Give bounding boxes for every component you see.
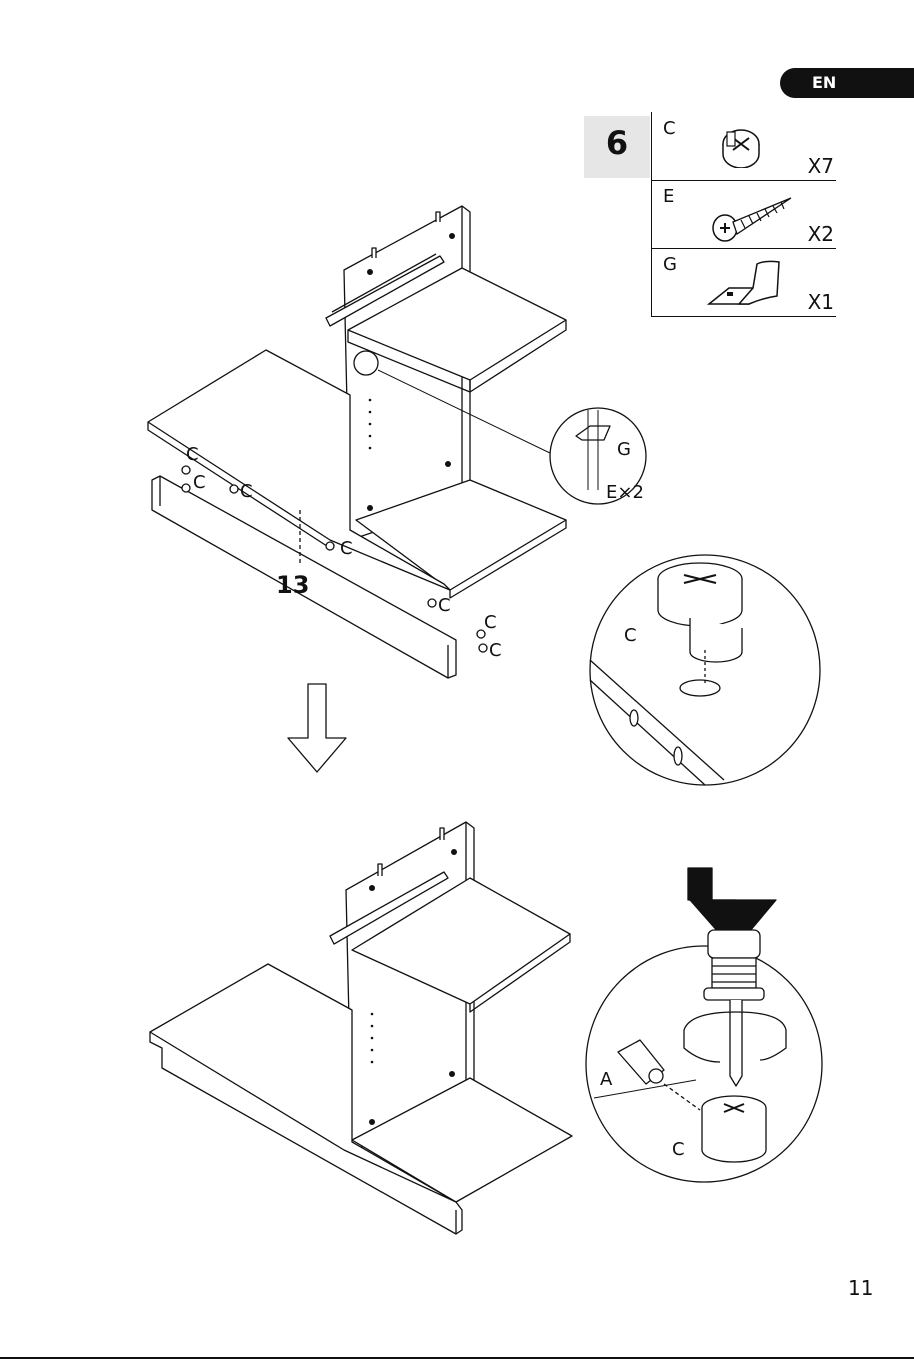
screw-e-label: E×2: [606, 484, 644, 502]
tool-c-label: C: [672, 1141, 685, 1159]
cam-label-1: C: [186, 446, 199, 464]
part-number-label: 13: [276, 573, 309, 597]
cam-label-6: C: [484, 614, 497, 632]
cam-label-5: C: [438, 597, 451, 615]
top-assembly-drawing: [148, 206, 566, 678]
cam-label-2: C: [193, 474, 206, 492]
cam-detail-label: C: [624, 627, 637, 645]
cam-detail: [590, 555, 820, 785]
down-arrow: [288, 684, 346, 772]
bracket-g-label: G: [617, 441, 631, 459]
cam-label-7: C: [489, 642, 502, 660]
cam-label-3: C: [240, 483, 253, 501]
tool-a-label: A: [600, 1071, 612, 1089]
bottom-rule: [0, 1357, 914, 1359]
page-number: 11: [848, 1276, 873, 1300]
cam-label-4: C: [340, 540, 353, 558]
bottom-assembly-drawing: [150, 822, 572, 1234]
tool-detail: [586, 868, 822, 1182]
